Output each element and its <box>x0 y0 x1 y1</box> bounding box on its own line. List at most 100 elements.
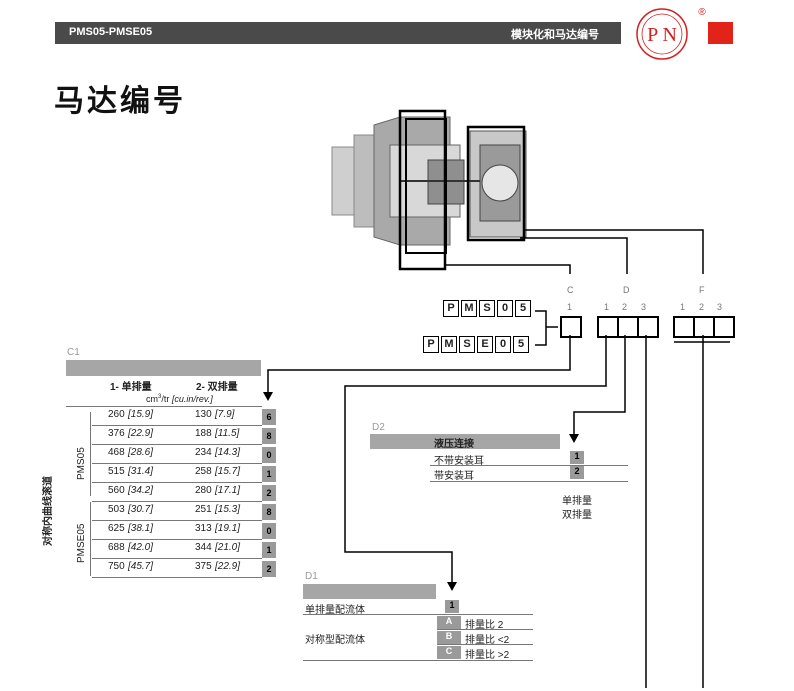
c1-group-divider <box>90 502 91 576</box>
c1-value-single: 515 <box>108 466 125 477</box>
c1-inch-double: [21.0] <box>215 542 241 553</box>
code-char: M <box>461 300 477 317</box>
c1-value-single: 376 <box>108 428 125 439</box>
c1-row-code: 0 <box>262 523 276 539</box>
code-char: P <box>423 336 439 353</box>
d2-rule <box>430 465 628 466</box>
d1-sub-a-text: 排量比 2 <box>465 620 504 631</box>
option-box-f1 <box>673 316 695 338</box>
d1-rule <box>303 614 533 615</box>
d1-rule <box>437 629 533 630</box>
c1-inch-double: [19.1] <box>215 523 241 534</box>
c1-value-single: 688 <box>108 542 125 553</box>
c1-row-rule <box>92 444 262 445</box>
logo-reg-mark: ® <box>698 7 706 18</box>
label-f-3: 3 <box>717 302 723 312</box>
c1-row-rule <box>92 577 262 578</box>
c1-header-bar <box>66 360 261 376</box>
c1-row-rule <box>92 463 262 464</box>
code-char: 5 <box>515 300 531 317</box>
code-char: 0 <box>497 300 513 317</box>
c1-inch-single: [42.0] <box>128 542 154 553</box>
c1-row-rule <box>92 520 262 521</box>
code-char: S <box>459 336 475 353</box>
c1-row-rule <box>92 501 262 502</box>
d2-row-1-text: 不带安装耳 <box>434 456 484 467</box>
d1-row1-code: 1 <box>445 600 459 613</box>
d2-note-1: 单排量 <box>562 496 592 507</box>
d1-header-bar <box>303 584 436 599</box>
code-char: E <box>477 336 493 353</box>
d1-rule <box>437 644 533 645</box>
c1-inch-single: [45.7] <box>128 561 154 572</box>
c1-value-double: 188 <box>195 428 212 439</box>
c1-inch-single: [15.9] <box>128 409 154 420</box>
code-char: M <box>441 336 457 353</box>
d1-row1-text: 单排量配流体 <box>305 605 365 616</box>
c1-inch-single: [34.2] <box>128 485 154 496</box>
d1-rule <box>303 660 533 661</box>
c1-inch-double: [14.3] <box>215 447 241 458</box>
label-d-2: 2 <box>622 302 628 312</box>
c1-unit: cm3/tr [cu.in/rev.] <box>146 394 213 404</box>
c1-inch-single: [30.7] <box>128 504 154 515</box>
c1-row-code: 8 <box>262 504 276 520</box>
option-box-f3 <box>713 316 735 338</box>
d2-rule <box>430 481 628 482</box>
d1-row2-text: 对称型配流体 <box>305 635 365 646</box>
c1-inch-double: [17.1] <box>215 485 241 496</box>
c1-value-single: 503 <box>108 504 125 515</box>
c1-row-code: 1 <box>262 542 276 558</box>
c1-inch-single: [31.4] <box>128 466 154 477</box>
page-title: 马达编号 <box>54 85 186 118</box>
c1-row-rule <box>92 425 262 426</box>
c1-inch-double: [7.9] <box>215 409 235 420</box>
header-accent <box>708 22 733 44</box>
d2-row-2-code: 2 <box>570 466 584 479</box>
d1-sub-a-code: A <box>437 616 461 629</box>
d1-sub-c-text: 排量比 >2 <box>465 650 510 661</box>
c1-value-double: 130 <box>195 409 212 420</box>
c1-rule <box>66 406 262 407</box>
c1-group-pms05: PMS05 <box>76 447 87 480</box>
header-bar: PMS05-PMSE05 模块化和马达编号 <box>55 22 621 44</box>
c1-row-code: 6 <box>262 409 276 425</box>
d1-label: D1 <box>305 571 318 582</box>
c1-value-double: 344 <box>195 542 212 553</box>
c1-value-single: 260 <box>108 409 125 420</box>
label-c-1: 1 <box>567 302 573 312</box>
option-box-f2 <box>693 316 715 338</box>
c1-group-divider <box>90 412 91 496</box>
c1-group-pmse05: PMSE05 <box>76 523 87 563</box>
c1-value-double: 280 <box>195 485 212 496</box>
c1-label: C1 <box>67 347 80 358</box>
option-box-c1 <box>560 316 582 338</box>
c1-value-double: 375 <box>195 561 212 572</box>
c1-col2-header: 2- 双排量 <box>196 382 238 393</box>
c1-inch-single: [22.9] <box>128 428 154 439</box>
c1-inch-single: [38.1] <box>128 523 154 534</box>
d2-label: D2 <box>372 422 385 433</box>
c1-side-label: 对称内曲线滚道 <box>43 476 54 546</box>
label-f-2: 2 <box>699 302 705 312</box>
c1-row-code: 0 <box>262 447 276 463</box>
c1-inch-double: [22.9] <box>215 561 241 572</box>
c1-row-code: 8 <box>262 428 276 444</box>
c1-inch-double: [15.7] <box>215 466 241 477</box>
code-char: P <box>443 300 459 317</box>
c1-value-double: 258 <box>195 466 212 477</box>
option-box-d3 <box>637 316 659 338</box>
header-section: 模块化和马达编号 <box>511 29 599 41</box>
logo-text: P N <box>647 24 677 46</box>
code-char: S <box>479 300 495 317</box>
c1-value-double: 234 <box>195 447 212 458</box>
c1-inch-single: [28.6] <box>128 447 154 458</box>
d1-sub-b-code: B <box>437 631 461 644</box>
c1-row-rule <box>92 482 262 483</box>
d2-note-2: 双排量 <box>562 510 592 521</box>
code-char: 5 <box>513 336 529 353</box>
motor-cross-section <box>331 109 527 271</box>
label-d: D <box>623 285 630 295</box>
c1-value-single: 468 <box>108 447 125 458</box>
